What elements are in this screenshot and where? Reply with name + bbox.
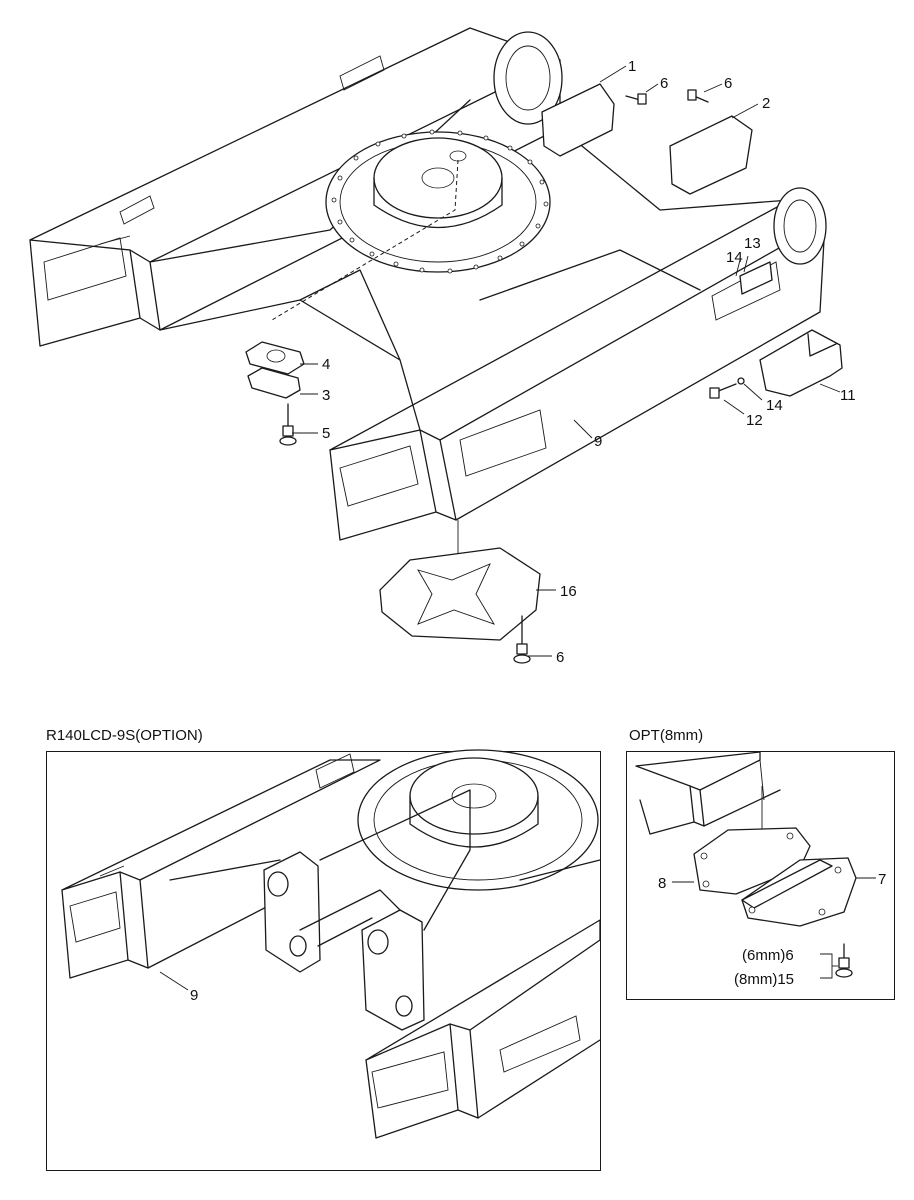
callout-3: 3 <box>322 387 330 404</box>
cover-part-2 <box>669 115 753 195</box>
opt-callout-8: 8 <box>658 875 666 892</box>
callout-14a: 14 <box>726 249 743 266</box>
washer-part-14 <box>737 377 745 385</box>
callout-2: 2 <box>762 95 770 112</box>
callout-14b: 14 <box>766 397 783 414</box>
option-section-title: R140LCD-9S(OPTION) <box>46 727 203 744</box>
callout-11: 11 <box>840 387 856 404</box>
opt-callout-6: (6mm)6 <box>742 947 794 964</box>
under-cover-part-16 <box>379 547 541 641</box>
option-inset-frame <box>46 751 601 1171</box>
callout-4: 4 <box>322 356 330 373</box>
callout-16: 16 <box>560 583 577 600</box>
lower-frame-assembly <box>29 27 843 541</box>
cover-part-1 <box>541 83 615 157</box>
opt-callout-15: (8mm)15 <box>734 971 794 988</box>
opt-section-title: OPT(8mm) <box>629 727 704 744</box>
callout-13: 13 <box>744 235 761 252</box>
opt-inset-frame <box>626 751 895 1000</box>
callout-1: 1 <box>628 58 636 75</box>
callout-6a: 6 <box>660 75 668 92</box>
callout-5: 5 <box>322 425 330 442</box>
callout-9: 9 <box>594 433 602 450</box>
option-inset-drawing <box>61 749 601 1139</box>
option-callout-9: 9 <box>190 987 198 1004</box>
callout-12: 12 <box>746 412 763 429</box>
callout-6b: 6 <box>724 75 732 92</box>
opt-callout-7: 7 <box>878 871 886 888</box>
shim-part-3 <box>247 367 301 399</box>
callout-6c: 6 <box>556 649 564 666</box>
opt-inset-drawing <box>635 751 857 978</box>
